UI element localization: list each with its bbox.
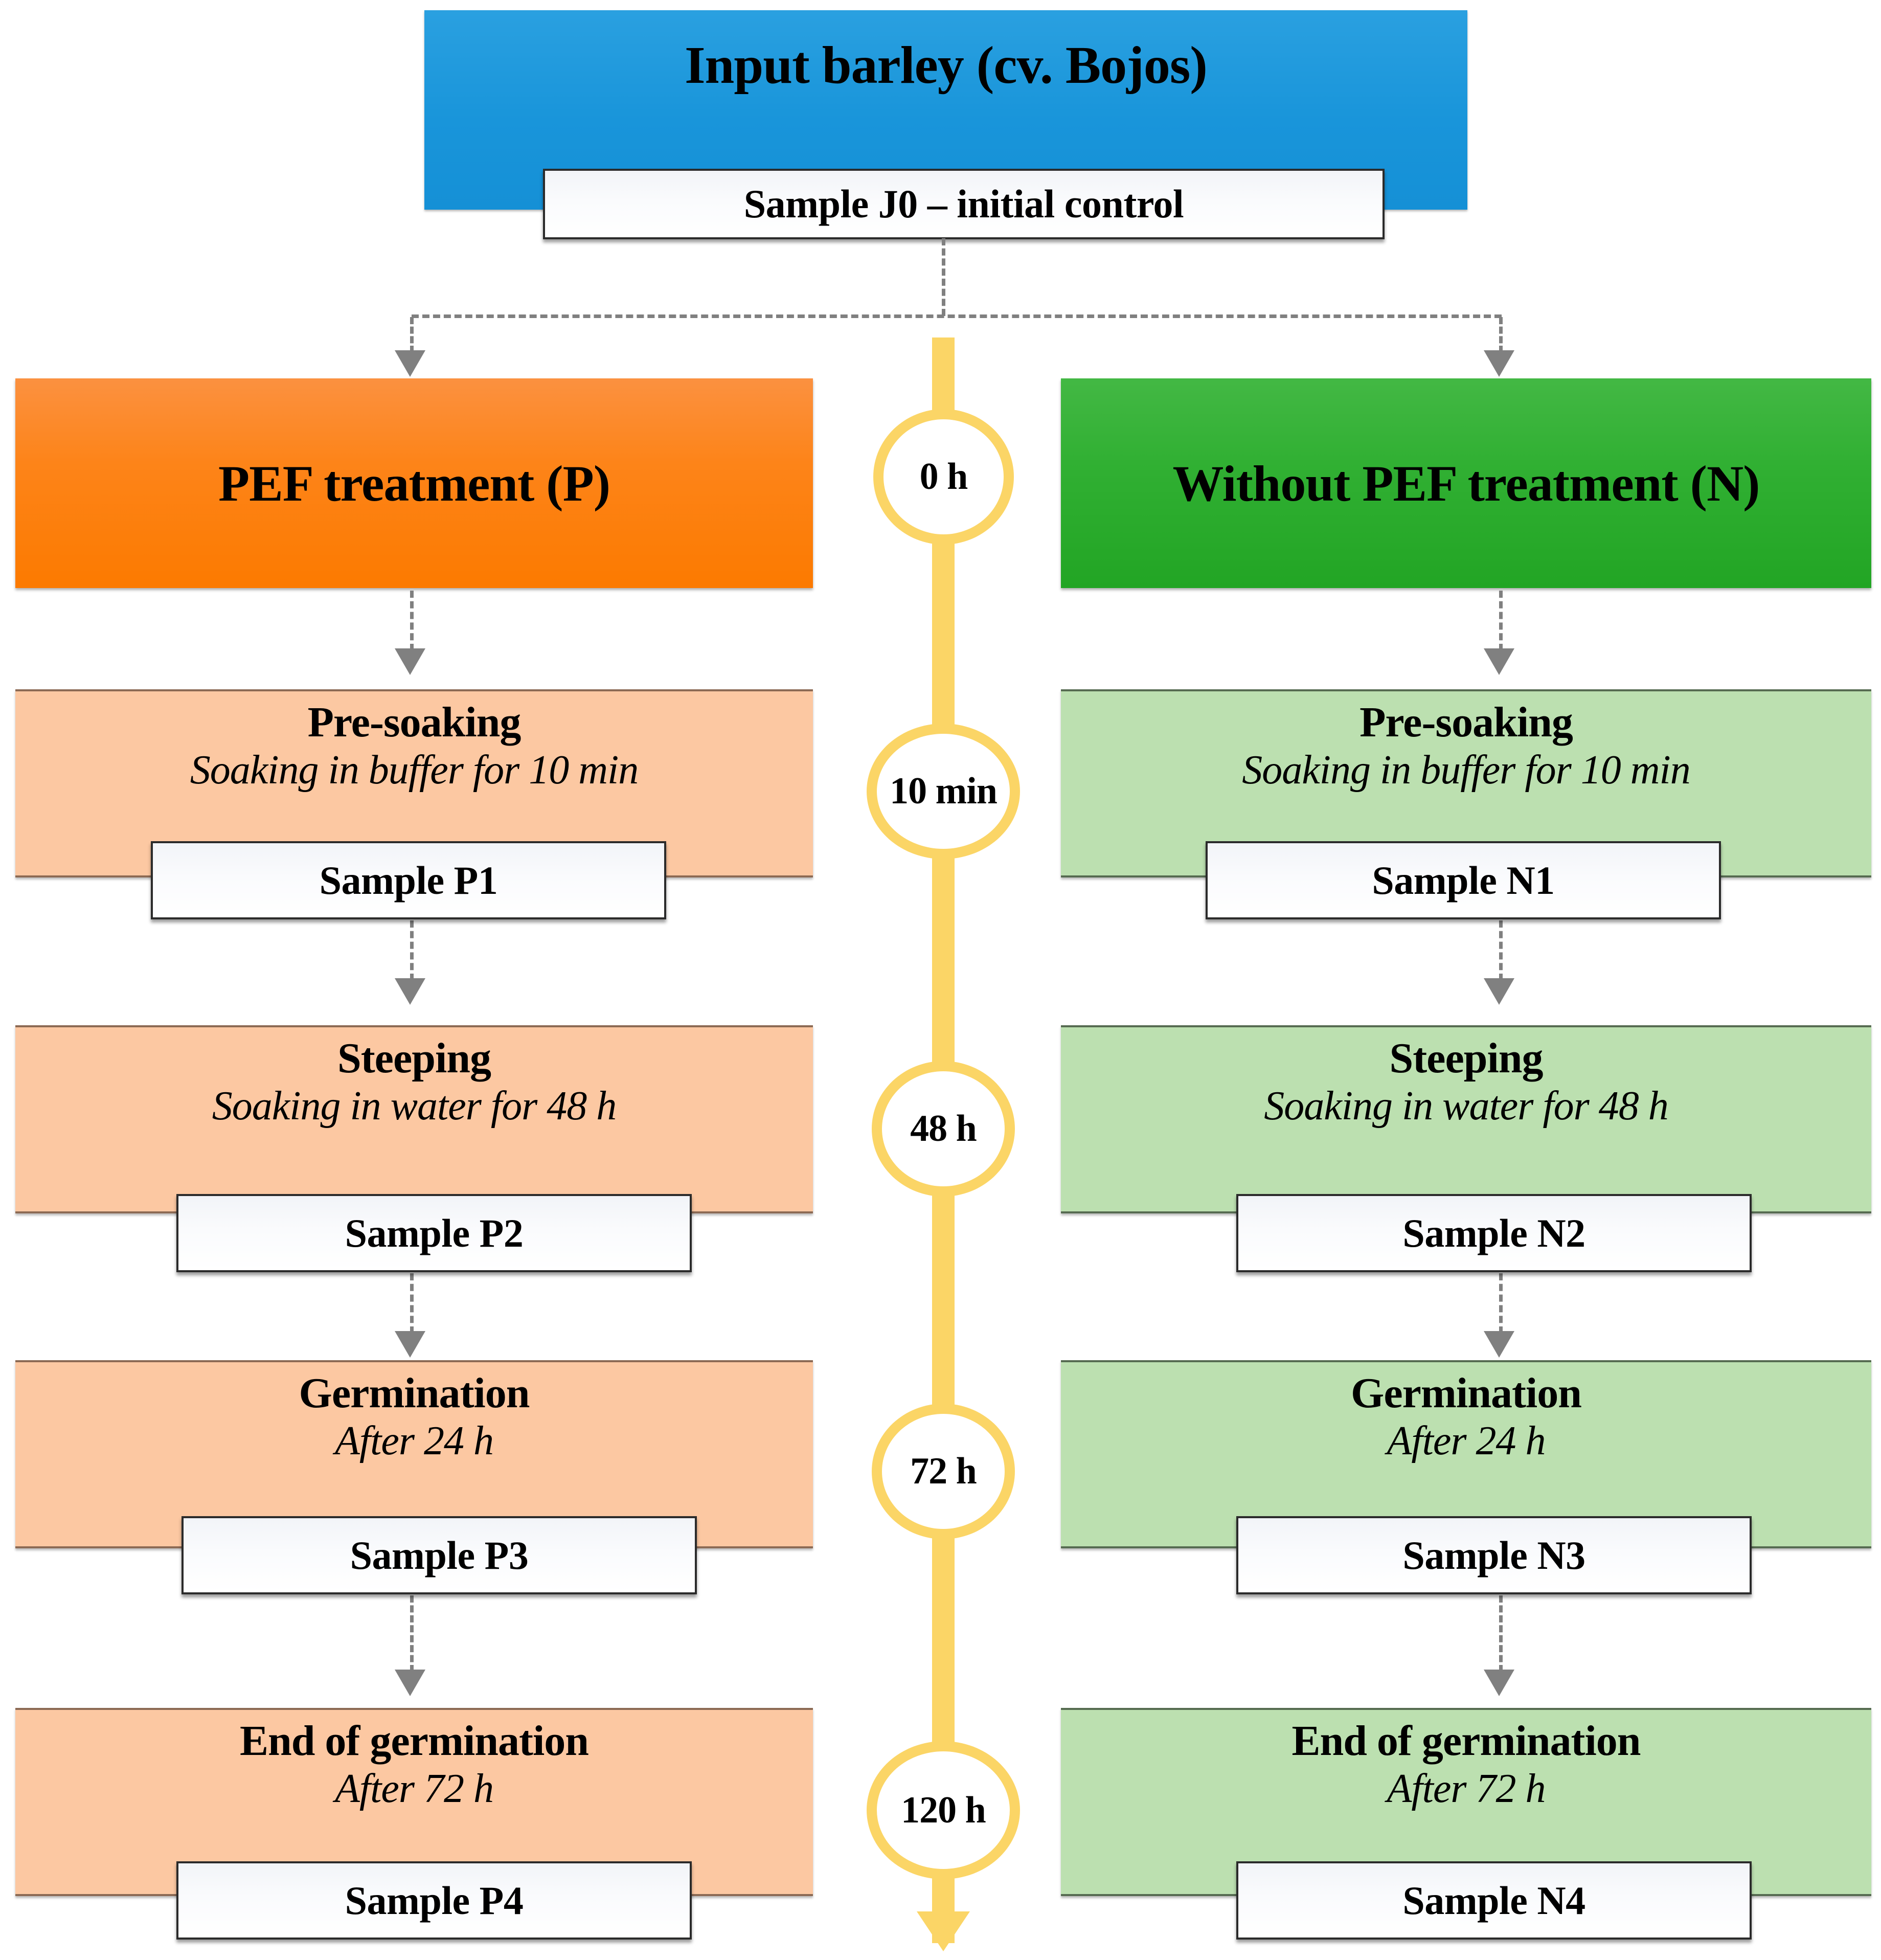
step-subtitle: After 24 h (335, 1418, 494, 1463)
step-subtitle: Soaking in water for 48 h (1264, 1083, 1669, 1129)
timeline-label: 120 h (901, 1789, 986, 1831)
sample-label: Sample P4 (345, 1878, 524, 1923)
connector-n-header-to-1 (1499, 591, 1503, 651)
step-title: Germination (1351, 1369, 1582, 1417)
column-title-nopef: Without PEF treatment (N) (1172, 455, 1760, 512)
connector-p1-to-p2 (410, 920, 414, 981)
page-title: Input barley (cv. Bojos) (685, 36, 1208, 95)
timeline-label: 48 h (910, 1108, 977, 1150)
timeline-label: 0 h (919, 456, 968, 498)
sample-box-n1: Sample N1 (1206, 841, 1721, 919)
step-title: End of germination (239, 1717, 589, 1765)
step-title: Steeping (1389, 1034, 1543, 1082)
sample-label: Sample P3 (350, 1533, 529, 1578)
sample-box-p1: Sample P1 (151, 841, 666, 919)
column-title-pef: PEF treatment (P) (218, 455, 610, 512)
connector-left-drop (410, 317, 414, 353)
step-box-p1: Pre-soaking Soaking in buffer for 10 min (15, 689, 813, 877)
step-subtitle: Soaking in water for 48 h (212, 1083, 617, 1129)
sample-label: Sample N3 (1402, 1533, 1585, 1578)
step-subtitle: After 24 h (1387, 1418, 1546, 1463)
timeline-marker-72h: 72 h (872, 1404, 1015, 1539)
arrowhead-p2 (395, 978, 425, 1005)
timeline-label: 72 h (910, 1450, 977, 1492)
arrowhead-p3 (395, 1331, 425, 1358)
arrowhead-n1 (1484, 648, 1514, 675)
timeline-marker-120h: 120 h (867, 1741, 1020, 1879)
connector-p-header-to-1 (410, 591, 414, 651)
connector-p2-to-p3 (410, 1273, 414, 1334)
sample-box-p2: Sample P2 (176, 1194, 692, 1272)
sample-box-p4: Sample P4 (176, 1861, 692, 1940)
sample-label: Sample P2 (345, 1210, 524, 1255)
arrowhead-to-pef-header (395, 350, 425, 377)
connector-n1-to-n2 (1499, 920, 1503, 981)
step-subtitle: Soaking in buffer for 10 min (190, 747, 639, 793)
arrowhead-to-nopef-header (1484, 350, 1514, 377)
column-header-nopef: Without PEF treatment (N) (1061, 378, 1871, 588)
sample-box-j0: Sample J0 – initial control (543, 169, 1385, 239)
connector-split-horizontal (412, 314, 1502, 318)
arrowhead-n4 (1484, 1670, 1514, 1696)
arrowhead-p1 (395, 648, 425, 675)
sample-box-n4: Sample N4 (1236, 1861, 1752, 1940)
column-header-pef: PEF treatment (P) (15, 378, 813, 588)
step-box-p2: Steeping Soaking in water for 48 h (15, 1025, 813, 1213)
sample-box-p3: Sample P3 (182, 1516, 697, 1594)
step-title: Germination (299, 1369, 530, 1417)
sample-label: Sample J0 – initial control (743, 182, 1184, 226)
step-title: Steeping (337, 1034, 491, 1082)
step-subtitle: After 72 h (1387, 1766, 1546, 1811)
sample-label: Sample N2 (1402, 1210, 1585, 1255)
connector-j0-down (942, 238, 945, 316)
timeline-label: 10 min (890, 770, 998, 812)
step-title: Pre-soaking (1359, 699, 1573, 746)
connector-p3-to-p4 (410, 1595, 414, 1672)
arrowhead-p4 (395, 1670, 425, 1696)
timeline-marker-10min: 10 min (867, 724, 1020, 859)
sample-label: Sample N1 (1372, 858, 1555, 903)
sample-label: Sample P1 (319, 858, 498, 903)
step-subtitle: Soaking in buffer for 10 min (1242, 747, 1690, 793)
step-subtitle: After 72 h (335, 1766, 494, 1811)
connector-n3-to-n4 (1499, 1595, 1503, 1672)
timeline-marker-48h: 48 h (872, 1061, 1015, 1197)
timeline-marker-0h: 0 h (873, 409, 1014, 545)
step-box-n2: Steeping Soaking in water for 48 h (1061, 1025, 1871, 1213)
timeline-end-arrow (917, 1911, 970, 1951)
connector-n2-to-n3 (1499, 1273, 1503, 1334)
connector-right-drop (1499, 317, 1503, 353)
sample-box-n2: Sample N2 (1236, 1194, 1752, 1272)
arrowhead-n2 (1484, 978, 1514, 1005)
arrowhead-n3 (1484, 1331, 1514, 1358)
sample-label: Sample N4 (1402, 1878, 1585, 1923)
step-title: Pre-soaking (307, 699, 522, 746)
step-title: End of germination (1291, 1717, 1641, 1765)
sample-box-n3: Sample N3 (1236, 1516, 1752, 1594)
